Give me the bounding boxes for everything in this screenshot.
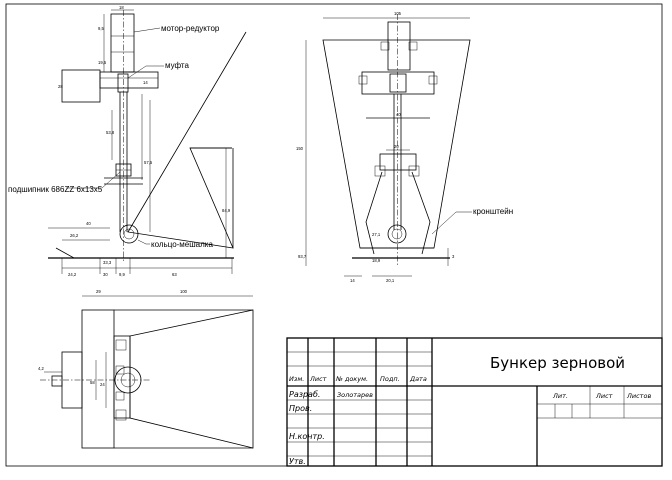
- drawing-title: Бункер зерновой: [490, 354, 625, 372]
- col-sheet: Лист: [595, 392, 613, 400]
- col-sign: Подп.: [380, 375, 400, 383]
- label-coupling: муфта: [165, 61, 189, 70]
- row-approved: Утв.: [289, 457, 306, 466]
- col-sheets: Листов: [626, 392, 651, 400]
- side-view: 105 150 40 20 27,1 18,9 14 20,1 93,7 3 к…: [296, 11, 513, 283]
- dim-84-9: 84,9: [222, 208, 231, 213]
- dim-19-5: 19,5: [98, 60, 107, 65]
- title-block: Бункер зерновой Изм. Лист № докум. Подп.…: [286, 337, 663, 467]
- row-checked: Пров.: [289, 404, 312, 413]
- dim-29: 29: [96, 289, 101, 294]
- dim-3: 3: [452, 254, 455, 259]
- dim-20-1: 20,1: [386, 278, 395, 283]
- label-bearing: подшипник 686ZZ 6x13x5: [8, 185, 103, 194]
- dim-57-5: 57,5: [144, 160, 153, 165]
- dim-93-7: 93,7: [298, 254, 307, 259]
- top-view: 29 100 4,2 58 24: [38, 289, 254, 449]
- front-view: 18 9,5 19,5 28 14 53,8 57,5 84,9 40 26,2…: [8, 5, 247, 277]
- dim-14: 14: [143, 80, 148, 85]
- dim-40: 40: [86, 221, 91, 226]
- col-list: Лист: [309, 375, 327, 383]
- dim-4-2: 4,2: [38, 366, 44, 371]
- dim-105: 105: [394, 11, 402, 16]
- dim-20: 20: [394, 144, 399, 149]
- dim-150: 150: [296, 146, 304, 151]
- dim-63: 63: [172, 272, 177, 277]
- developer-name: Золотарев: [337, 391, 373, 399]
- col-lit: Лит.: [552, 392, 568, 400]
- label-ring-mixer: кольцо-мешалка: [151, 240, 213, 249]
- dim-24-2: 24,2: [68, 272, 77, 277]
- dim-58: 58: [90, 380, 95, 385]
- dim-33-3: 33,3: [103, 260, 112, 265]
- dim-9-9: 9,9: [119, 272, 125, 277]
- dim-9-5: 9,5: [98, 26, 104, 31]
- dim-28: 28: [58, 84, 63, 89]
- label-motor-reducer: мотор-редуктор: [161, 24, 220, 33]
- dim-30: 30: [103, 272, 108, 277]
- dim-18-9: 18,9: [372, 258, 381, 263]
- dim-26-2: 26,2: [70, 233, 79, 238]
- col-date: Дата: [409, 375, 427, 383]
- dim-100: 100: [180, 289, 188, 294]
- row-developer: Разраб.: [289, 390, 320, 399]
- dim-top: 18: [119, 5, 124, 10]
- dim-53-8: 53,8: [106, 130, 115, 135]
- dim-14b: 14: [350, 278, 355, 283]
- dim-40b: 40: [396, 112, 401, 117]
- dim-27-1: 27,1: [372, 232, 381, 237]
- label-bracket: кронштейн: [473, 207, 513, 216]
- dim-24: 24: [100, 382, 105, 387]
- col-izm: Изм.: [289, 375, 304, 383]
- col-doc: № докум.: [335, 375, 368, 383]
- row-norm-control: Н.контр.: [289, 432, 325, 441]
